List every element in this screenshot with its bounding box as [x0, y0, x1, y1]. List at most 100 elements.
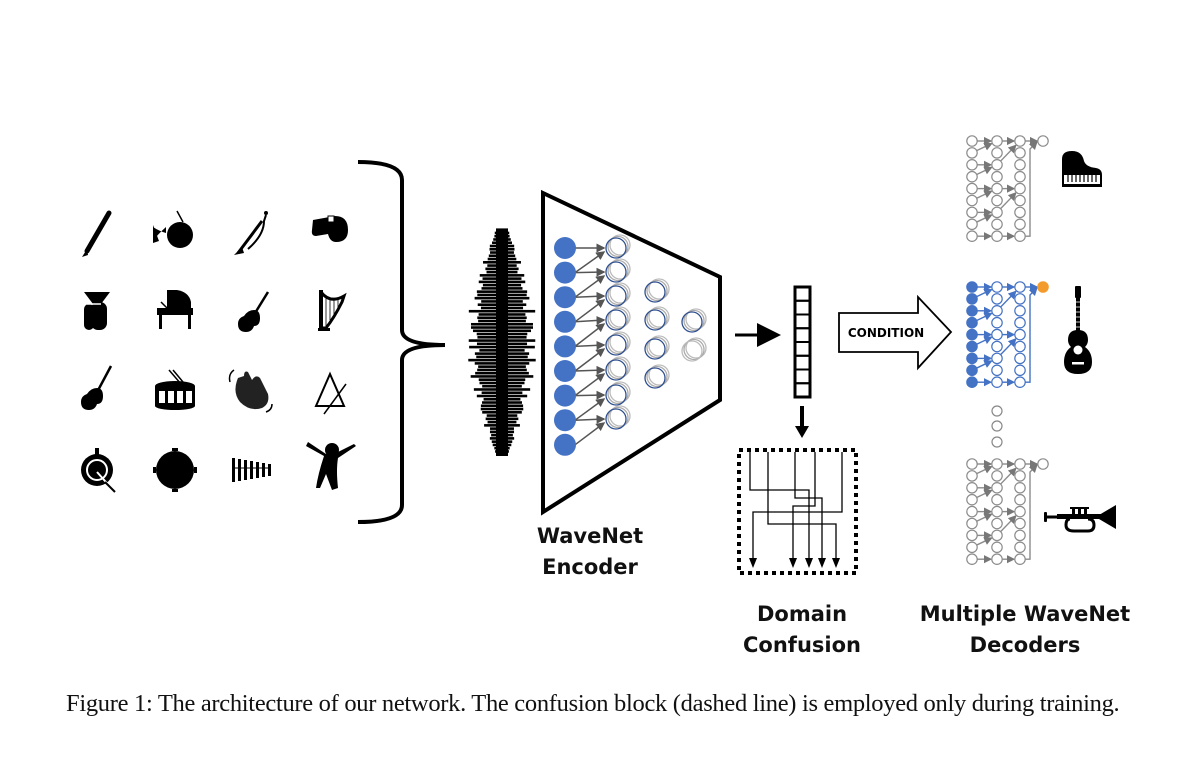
- encoder-edge: [574, 365, 606, 375]
- clapping-hands-icon: [228, 369, 273, 413]
- decoder-node: [1014, 481, 1026, 494]
- encoder-hidden-node: [605, 359, 627, 381]
- encoder-hidden-node: [648, 364, 670, 386]
- encoder-edge: [574, 422, 606, 446]
- decoder-edge: [976, 489, 993, 499]
- decoder-node: [966, 147, 978, 159]
- decoder-node: [991, 182, 1003, 195]
- decoder-node: [966, 517, 978, 530]
- encoder-hidden-node: [644, 309, 666, 331]
- decoder-edge: [976, 537, 993, 546]
- decoder-node: [966, 206, 978, 219]
- decoder-node: [1014, 230, 1026, 242]
- domain-confusion-label: Domain Confusion: [743, 602, 861, 657]
- decoder-edge: [976, 360, 993, 369]
- encoder-hidden-node: [646, 365, 668, 388]
- decoder-guitar: [966, 281, 1049, 388]
- decoder-node: [966, 553, 978, 565]
- encoder-hidden-node: [607, 332, 629, 355]
- decoder-node: [1014, 293, 1026, 305]
- grand-piano-icon: [157, 290, 193, 329]
- decoder-node: [1014, 529, 1026, 542]
- decoder-edge: [1000, 290, 1017, 308]
- decoder-ellipsis: [991, 405, 1003, 448]
- encoder-edge: [574, 390, 606, 400]
- encoder-hidden-node: [607, 235, 629, 258]
- decoder-node: [991, 340, 1003, 353]
- encoder-hidden-node: [607, 307, 629, 330]
- decoder-node: [966, 458, 978, 470]
- encoder-input-node: [554, 409, 576, 432]
- encoder-edge: [574, 398, 606, 421]
- decoder-node: [966, 218, 978, 231]
- encoder-hidden-node: [646, 336, 668, 359]
- decoder-node: [1014, 170, 1026, 183]
- guitar-icon: [1064, 286, 1092, 374]
- encoder-label: WaveNet Encoder: [536, 524, 644, 579]
- decoder-node: [1014, 458, 1026, 470]
- encoder-hidden-node: [683, 309, 705, 332]
- decoder-piano: [966, 135, 1049, 242]
- decoder-node: [1014, 340, 1026, 353]
- encoder-edge: [574, 414, 606, 424]
- decoder-node: [966, 182, 978, 195]
- decoder-node: [966, 194, 978, 207]
- curly-brace: [357, 160, 446, 524]
- decoder-node: [1014, 316, 1026, 329]
- encoder-input-node: [554, 286, 576, 309]
- french-horn-icon: [153, 210, 193, 248]
- decoder-node: [991, 505, 1003, 518]
- encoder-hidden-node: [609, 331, 631, 353]
- encoder-hidden-node: [607, 406, 629, 429]
- decoder-output-node: [1037, 135, 1049, 147]
- encoder-hidden-node: [646, 307, 668, 330]
- tambourine-icon: [153, 448, 197, 492]
- decoder-node: [1014, 517, 1026, 530]
- snare-drum-icon: [155, 369, 195, 410]
- decoder-node: [991, 194, 1003, 207]
- trumpet-icon: [1044, 505, 1116, 533]
- domain-confusion-block: [737, 448, 858, 575]
- encoder-edge: [574, 315, 606, 325]
- latent-cell: [794, 382, 811, 398]
- decoder-node: [991, 135, 1003, 147]
- encoder-hidden-node: [609, 258, 631, 280]
- decoder-output-node: [1037, 458, 1049, 470]
- decoder-node: [991, 218, 1003, 231]
- decoder-node: [966, 529, 978, 542]
- decoder-node: [1014, 352, 1026, 365]
- condition-arrow: CONDITION: [838, 294, 953, 371]
- decoder-node: [991, 304, 1003, 317]
- decoders-label: Multiple WaveNet Decoders: [919, 602, 1131, 657]
- encoder-edge: [574, 251, 606, 274]
- decoder-edge: [976, 312, 993, 322]
- cornet-icon: [234, 211, 268, 255]
- encoder-edge: [574, 373, 606, 397]
- decoder-node: [1014, 470, 1026, 482]
- decoder-node: [1014, 505, 1026, 518]
- waveform-bar: [496, 228, 508, 231]
- decoder-node: [966, 481, 978, 494]
- decoder-node: [1014, 364, 1026, 377]
- encoder-hidden-node: [609, 356, 631, 378]
- encoder-edge: [574, 299, 606, 323]
- decoder-output-edge: [1025, 140, 1038, 237]
- piano-icon: [1062, 151, 1102, 187]
- decoder-node: [991, 328, 1003, 341]
- decoder-node: [991, 481, 1003, 494]
- decoder-node: [966, 316, 978, 329]
- decoder-node: [991, 376, 1003, 388]
- decoder-edge: [976, 142, 993, 152]
- clarinet-icon: [82, 210, 112, 257]
- decoder-node: [1014, 159, 1026, 171]
- triangle-icon: [314, 371, 347, 415]
- encoder-hidden-node: [605, 384, 627, 406]
- encoder-hidden-node: [644, 281, 666, 303]
- decoder-edge: [1000, 192, 1017, 210]
- decoder-node: [1014, 328, 1026, 341]
- decoder-edge: [976, 166, 993, 176]
- decoder-node: [1014, 553, 1026, 565]
- encoder-hidden-node: [607, 357, 629, 380]
- decoder-node: [991, 541, 1003, 554]
- encoder-hidden-node: [646, 279, 668, 302]
